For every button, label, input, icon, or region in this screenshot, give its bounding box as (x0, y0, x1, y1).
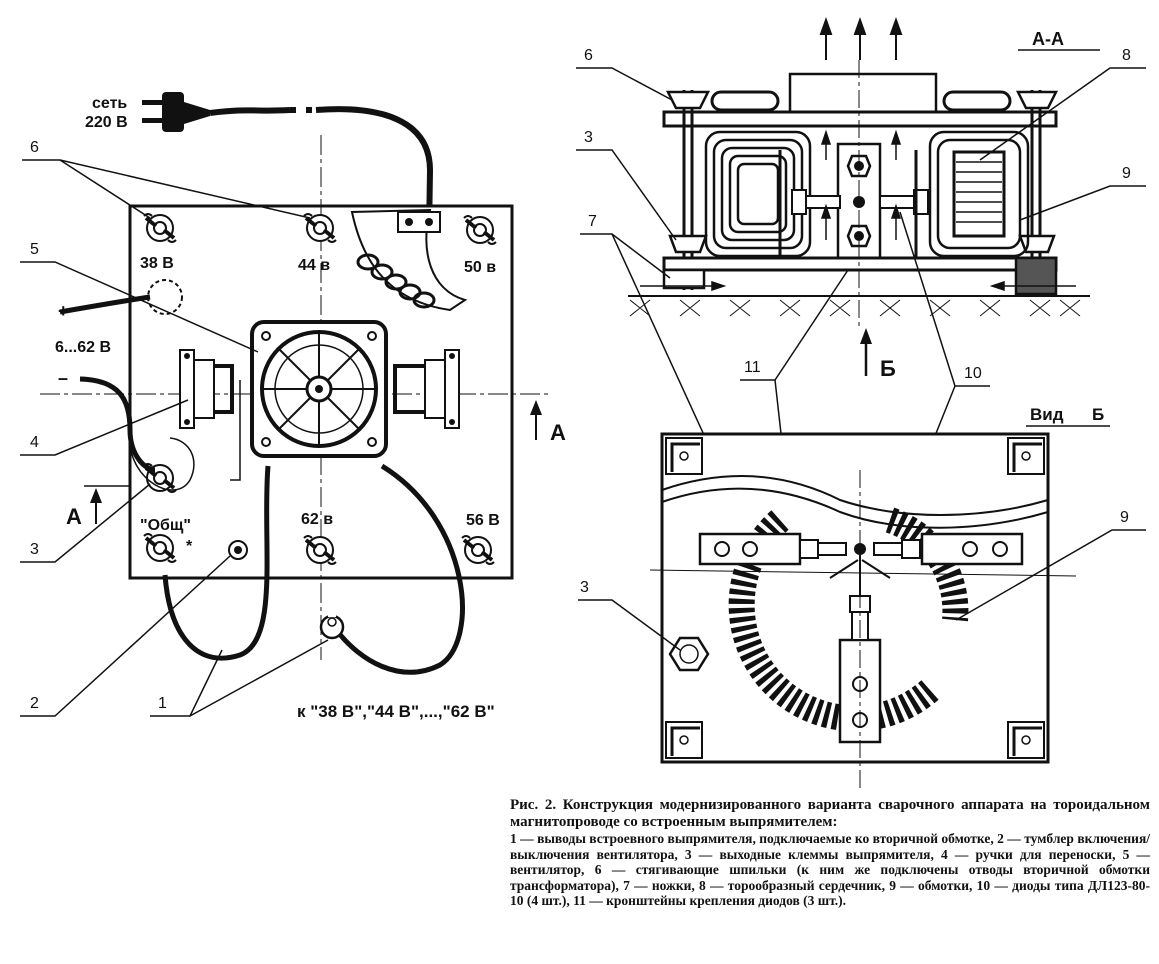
rectifier-lead-1 (162, 465, 271, 661)
foot-top-right (1006, 436, 1046, 476)
output-lead-plus (59, 294, 151, 315)
caption-title: Рис. 2. Конструкция модернизированного в… (510, 797, 1150, 830)
tap-50v-label: 50 в (464, 259, 496, 276)
section-arrow-a-left: А (66, 504, 82, 529)
tap-44v-label: 44 в (298, 257, 330, 274)
toroid-core-section (952, 150, 1006, 238)
tap-62v-label: 62 в (301, 511, 333, 528)
plus-label: + (58, 301, 69, 321)
caption-body: 1 — выводы встроевного выпрямителя, подк… (510, 831, 1150, 908)
output-range-label: 6...62 В (55, 339, 111, 356)
tap-38v-label: 38 В (140, 255, 174, 272)
power-plug-icon (142, 92, 210, 132)
callout-6-right: 6 (584, 47, 593, 64)
callout-11: 11 (744, 359, 761, 376)
callout-1: 1 (158, 695, 167, 712)
view-b: Вид Б (578, 405, 1146, 790)
view-arrow-b: Б (880, 356, 896, 381)
winding-coils (356, 253, 436, 309)
fan-toggle-switch[interactable] (228, 540, 248, 560)
mains-label: сеть (92, 95, 127, 112)
foot-top-left (664, 436, 704, 476)
mains-switch-hidden (147, 279, 183, 315)
section-a-a: А-А (576, 17, 1146, 529)
carry-handle-left[interactable] (179, 349, 234, 429)
section-title: А-А (1032, 29, 1064, 49)
callout-3-bottom: 3 (580, 579, 589, 596)
common-label: "Общ" (140, 517, 191, 534)
callout-4: 4 (30, 434, 39, 451)
callout-7: 7 (588, 213, 597, 230)
common-star: * (186, 538, 193, 555)
view-b-letter: Б (1092, 405, 1104, 424)
callout-10: 10 (964, 365, 982, 382)
callout-8: 8 (1122, 47, 1131, 64)
callout-9-bottom: 9 (1120, 509, 1129, 526)
fan[interactable] (250, 320, 388, 458)
foot-bottom-left (664, 720, 704, 760)
to-taps-label: к "38 В","44 В",...,"62 В" (297, 702, 495, 721)
callout-3-left: 3 (30, 541, 39, 558)
output-terminal-hex[interactable] (668, 636, 710, 672)
rectifier-lead-2 (336, 463, 465, 675)
callout-9-top: 9 (1122, 165, 1131, 182)
output-lead-minus (79, 376, 156, 473)
carry-handle-right[interactable] (393, 349, 460, 429)
mains-voltage-label: 220 В (85, 114, 128, 131)
tap-56v-label: 56 В (466, 512, 500, 529)
ring-lug (319, 613, 345, 640)
foot-bottom-right (1006, 720, 1046, 760)
section-arrow-a-right: А (550, 420, 566, 445)
mains-cable (209, 107, 291, 116)
figure-caption: Рис. 2. Конструкция модернизированного в… (510, 797, 1150, 909)
callout-3-top: 3 (584, 129, 593, 146)
top-view: сеть 220 В 38 В 44 в 50 в + 6...62 В – "… (20, 92, 566, 721)
minus-label: – (58, 368, 68, 388)
view-b-title: Вид (1030, 405, 1064, 424)
cable-clamp (397, 211, 441, 233)
callout-5: 5 (30, 241, 39, 258)
callout-6-left: 6 (30, 139, 39, 156)
callout-2: 2 (30, 695, 39, 712)
